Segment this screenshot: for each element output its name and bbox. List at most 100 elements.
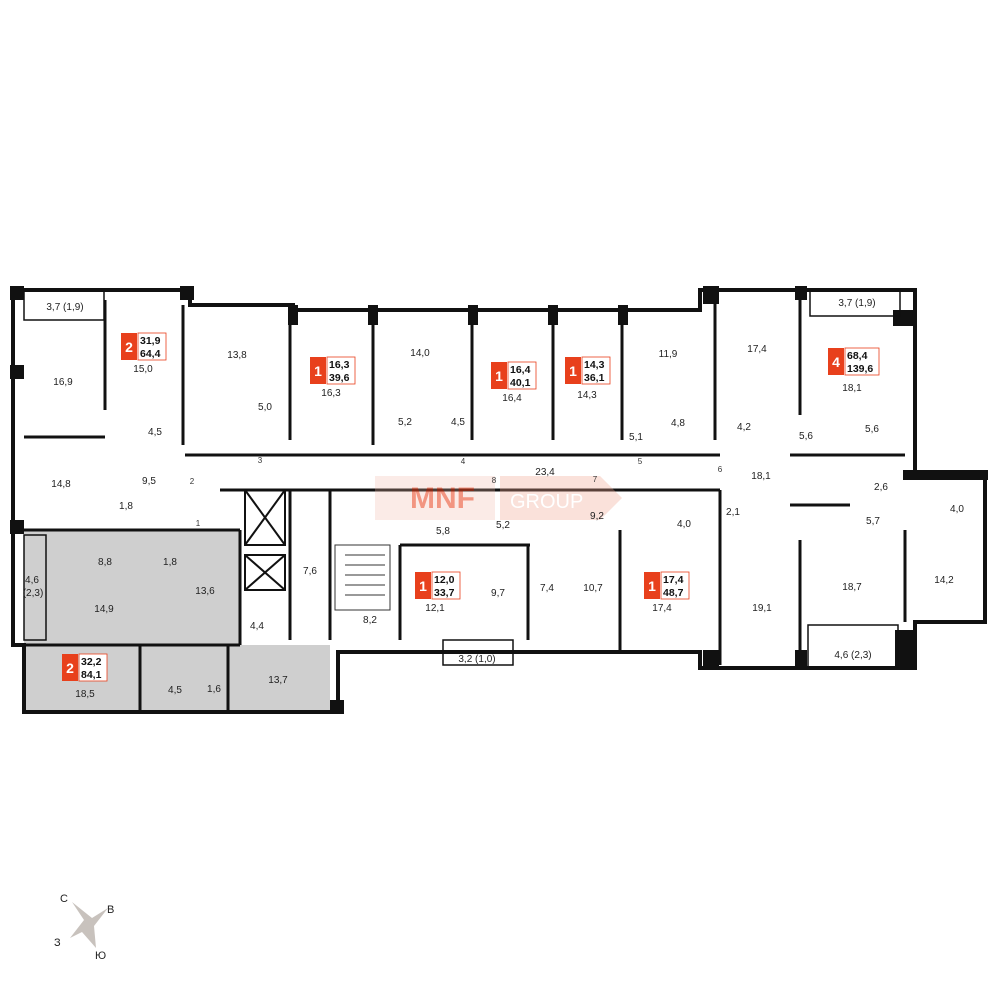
room-area: 13,6	[195, 586, 215, 597]
room-area: 5,6	[865, 424, 879, 435]
room-area: 8,2	[363, 615, 377, 626]
watermark: MNF GROUP	[375, 476, 622, 520]
compass-north: С	[60, 893, 68, 905]
room-area: 5,8	[436, 526, 450, 537]
room-area: 8,8	[98, 557, 112, 568]
room-area: (2,3)	[23, 588, 44, 599]
room-area: 4,6 (2,3)	[834, 650, 871, 661]
compass-rose-icon	[70, 902, 108, 948]
room-area: 18,1	[842, 383, 862, 394]
room-area: 14,9	[94, 604, 114, 615]
room-area: 7,6	[303, 566, 317, 577]
watermark-right: GROUP	[510, 491, 583, 513]
apartment-badge-1-a[interactable]: 1 16,3 39,6	[310, 356, 356, 385]
room-area: 4,0	[677, 519, 691, 530]
apartment-badge-2-top-left[interactable]: 2 31,9 64,4	[121, 332, 167, 361]
total-area: 39,6	[329, 372, 350, 384]
room-area: 1,6	[207, 684, 221, 695]
compass-south: Ю	[95, 950, 106, 962]
room-area: 13,8	[227, 350, 247, 361]
room-area: 4,6	[25, 575, 39, 586]
room-area: 5,7	[866, 516, 880, 527]
living-area: 68,4	[847, 350, 868, 362]
watermark-left: MNF	[410, 482, 475, 515]
room-area: 18,1	[751, 471, 771, 482]
total-area: 33,7	[434, 587, 455, 599]
room-area: 4,5	[451, 417, 465, 428]
room-area: 16,3	[321, 388, 341, 399]
apartment-badge-1-d[interactable]: 1 12,0 33,7	[415, 571, 461, 600]
total-area: 139,6	[847, 363, 873, 375]
total-area: 48,7	[663, 587, 684, 599]
room-area: 3,2 (1,0)	[458, 654, 495, 665]
room-area: 16,9	[53, 377, 73, 388]
room-area: 12,1	[425, 603, 445, 614]
room-area: 17,4	[652, 603, 672, 614]
room-count: 4	[832, 354, 840, 370]
room-area: 3,7 (1,9)	[838, 298, 875, 309]
door-numbers: 1 2 3 4 5 6 7 8	[190, 456, 723, 528]
room-area: 3,7 (1,9)	[46, 302, 83, 313]
room-area: 5,2	[398, 417, 412, 428]
living-area: 12,0	[434, 574, 455, 586]
room-area: 9,7	[491, 588, 505, 599]
door-number: 3	[258, 456, 263, 465]
room-area: 4,5	[148, 427, 162, 438]
total-area: 64,4	[140, 348, 161, 360]
room-area: 14,3	[577, 390, 597, 401]
room-count: 1	[569, 363, 577, 379]
room-area: 18,5	[75, 689, 95, 700]
room-area: 7,4	[540, 583, 554, 594]
room-area: 4,4	[250, 621, 264, 632]
room-area: 19,1	[752, 603, 772, 614]
apartment-badge-1-c[interactable]: 1 14,3 36,1	[565, 356, 611, 385]
apartment-badge-2-left[interactable]: 2 32,2 84,1	[62, 653, 108, 682]
living-area: 31,9	[140, 335, 161, 347]
compass-west: З	[54, 937, 61, 949]
room-area: 4,8	[671, 418, 685, 429]
door-number: 2	[190, 477, 195, 486]
room-area: 1,8	[163, 557, 177, 568]
room-area: 11,9	[659, 349, 678, 360]
door-number: 1	[196, 519, 201, 528]
room-area: 18,7	[842, 582, 862, 593]
door-number: 8	[492, 476, 497, 485]
apartment-badge-1-b[interactable]: 1 16,4 40,1	[491, 361, 537, 390]
door-number: 5	[638, 457, 643, 466]
room-area: 2,1	[726, 507, 740, 518]
living-area: 32,2	[81, 656, 102, 668]
room-area: 15,0	[133, 364, 153, 375]
room-area: 4,2	[737, 422, 751, 433]
room-count: 1	[495, 368, 503, 384]
door-number: 7	[593, 475, 598, 484]
balconies	[23, 289, 901, 668]
room-area: 14,2	[934, 575, 954, 586]
compass-east: В	[107, 904, 114, 916]
room-area: 9,5	[142, 476, 156, 487]
interior-walls	[24, 300, 907, 712]
apartment-badge-4[interactable]: 4 68,4 139,6	[828, 347, 880, 376]
room-area: 17,4	[747, 344, 767, 355]
apartment-badge-1-e[interactable]: 1 17,4 48,7	[644, 571, 690, 600]
room-area: 2,6	[874, 482, 888, 493]
room-area: 1,8	[119, 501, 133, 512]
room-area: 4,0	[950, 504, 964, 515]
room-area: 5,2	[496, 520, 510, 531]
room-count: 2	[66, 660, 74, 676]
living-area: 14,3	[584, 359, 605, 371]
room-area: 16,4	[502, 393, 522, 404]
room-area: 10,7	[583, 583, 603, 594]
room-area: 4,5	[168, 685, 182, 696]
room-count: 2	[125, 339, 133, 355]
elevator-shafts	[244, 489, 286, 591]
room-area: 14,8	[51, 479, 71, 490]
total-area: 40,1	[510, 377, 531, 389]
room-area: 5,1	[629, 432, 643, 443]
stairwell	[334, 544, 391, 611]
living-area: 17,4	[663, 574, 684, 586]
living-area: 16,4	[510, 364, 531, 376]
total-area: 84,1	[81, 669, 102, 681]
total-area: 36,1	[584, 372, 605, 384]
living-area: 16,3	[329, 359, 350, 371]
